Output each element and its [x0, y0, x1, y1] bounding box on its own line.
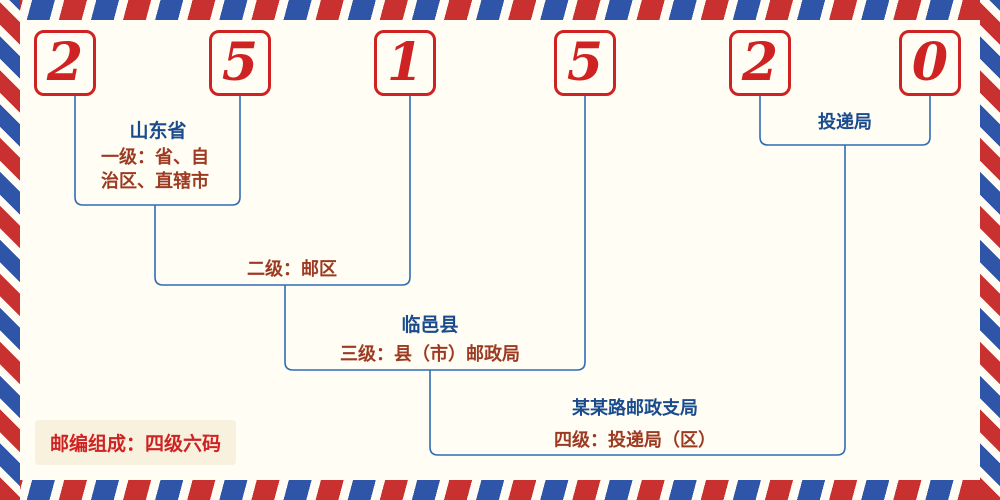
branch-office-label: 某某路邮政支局 [572, 398, 698, 419]
digit-5: 2 [741, 32, 779, 93]
digit-3: 1 [386, 32, 424, 93]
level1-desc: 一级：省、自 治区、直辖市 [101, 146, 209, 195]
level1-bracket-line [74, 96, 241, 206]
digit-box-6: 0 [899, 30, 961, 96]
airmail-border-left [0, 0, 20, 500]
level4-desc: 四级：投递局（区） [554, 430, 716, 451]
digit-box-4: 5 [554, 30, 616, 96]
level3-connector-line [284, 96, 586, 371]
level1-desc-line1: 一级：省、自 [101, 147, 209, 168]
postal-note-badge: 邮编组成：四级六码 [35, 420, 237, 465]
county-label: 临邑县 [401, 314, 459, 336]
airmail-border-bottom [0, 480, 1000, 500]
digit-box-2: 5 [209, 30, 271, 96]
airmail-border-top [0, 0, 1000, 20]
province-label: 山东省 [129, 120, 187, 142]
postal-note-text: 邮编组成：四级六码 [50, 433, 222, 455]
delivery-bracket-line [759, 96, 931, 146]
level2-connector-line [154, 96, 411, 286]
airmail-border-right [980, 0, 1000, 500]
digit-1: 2 [46, 32, 84, 93]
digit-2: 5 [221, 32, 259, 93]
level1-desc-line2: 治区、直辖市 [101, 171, 209, 193]
digit-box-1: 2 [34, 30, 96, 96]
digit-box-3: 1 [374, 30, 436, 96]
level2-desc: 二级：邮区 [247, 259, 337, 280]
digit-box-5: 2 [729, 30, 791, 96]
level4-connector-line [429, 145, 846, 456]
level3-desc: 三级：县（市）邮政局 [340, 344, 520, 365]
digit-6: 0 [911, 32, 949, 93]
delivery-office-label: 投递局 [818, 112, 872, 133]
digit-4: 5 [566, 32, 604, 93]
